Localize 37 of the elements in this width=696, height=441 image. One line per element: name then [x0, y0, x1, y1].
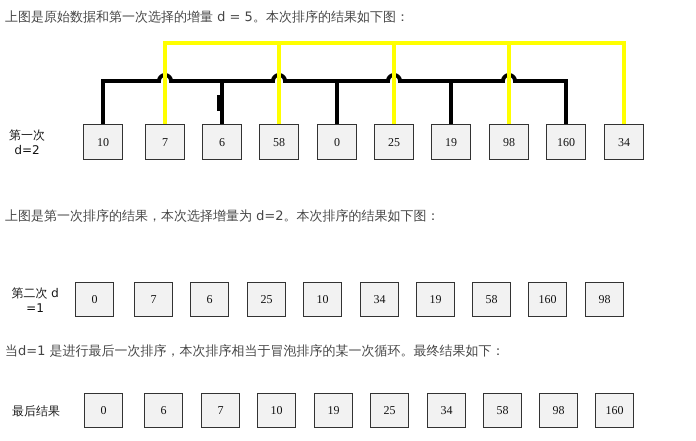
number-box: 98	[585, 282, 624, 317]
number-box: 7	[134, 282, 173, 317]
number-box: 25	[370, 393, 409, 428]
number-box: 0	[84, 393, 123, 428]
number-box: 98	[489, 124, 529, 160]
number-box: 25	[374, 124, 414, 160]
number-box: 58	[483, 393, 522, 428]
number-box: 58	[472, 282, 511, 317]
number-box: 6	[190, 282, 229, 317]
number-box: 0	[75, 282, 114, 317]
number-box: 34	[427, 393, 466, 428]
number-box: 58	[259, 124, 299, 160]
number-box: 10	[83, 124, 123, 160]
number-box: 19	[431, 124, 471, 160]
number-box: 6	[202, 124, 242, 160]
number-box: 19	[314, 393, 353, 428]
number-box: 7	[145, 124, 185, 160]
number-box: 0	[317, 124, 357, 160]
number-box: 25	[247, 282, 286, 317]
number-box: 34	[360, 282, 399, 317]
number-box: 160	[528, 282, 567, 317]
number-box: 160	[546, 124, 586, 160]
number-box: 98	[539, 393, 578, 428]
number-box: 34	[604, 124, 644, 160]
number-box: 19	[416, 282, 455, 317]
connector-line	[101, 73, 224, 124]
description-text: 上图是原始数据和第一次选择的增量 d = 5。本次排序的结果如下图：	[5, 9, 409, 26]
description-text: 上图是第一次排序的结果，本次选择增量为 d=2。本次排序的结果如下图：	[5, 208, 440, 225]
row-label: 第二次 d =1	[10, 286, 60, 316]
number-box: 10	[257, 393, 296, 428]
row-label: 第一次 d=2	[8, 128, 46, 158]
number-box: 160	[595, 393, 634, 428]
number-box: 10	[303, 282, 342, 317]
row-label: 最后结果	[11, 404, 61, 419]
description-text: 当d=1 是进行最后一次排序，本次排序相当于冒泡排序的某一次循环。最终结果如下：	[5, 343, 505, 360]
number-box: 7	[201, 393, 240, 428]
number-box: 6	[144, 393, 183, 428]
